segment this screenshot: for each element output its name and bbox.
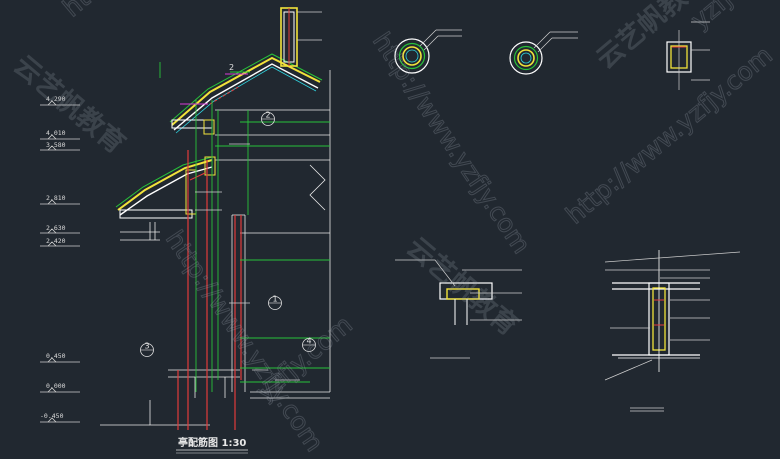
lower-roof	[115, 156, 216, 219]
elevation-label: 2.630	[46, 224, 66, 232]
section-number: 1	[273, 295, 278, 304]
column-detail-2	[509, 31, 578, 75]
watermark-brand: 云艺帆教育	[8, 49, 132, 160]
watermark-url: http://www.yzfjy.com	[560, 40, 778, 229]
section-number: 2	[266, 111, 271, 120]
section-callout-1: 1	[268, 295, 282, 310]
pavilion-section	[100, 7, 331, 430]
elevation-label: 4.290	[46, 95, 66, 103]
magenta-accents	[180, 73, 248, 105]
section-callout-3: 3	[140, 342, 154, 357]
structure-lines	[100, 70, 331, 426]
watermark-url: http://www.yzfjy.com	[57, 0, 275, 23]
drawing-title: 亭配筋图 1:30	[176, 436, 248, 454]
elevation-label: 2.810	[46, 194, 66, 202]
column-detail-1	[394, 29, 462, 74]
section-callout-2: 2	[261, 111, 275, 126]
section-callout-4: 4	[302, 337, 316, 352]
rebar-lines	[177, 150, 242, 430]
elevation-labels: 4.290 4.010 3.580 2.810 2.630 2.420 0.45…	[40, 95, 66, 420]
beam-section-detail	[666, 21, 710, 90]
elevation-marks	[40, 100, 80, 423]
elevation-label: 0.000	[46, 382, 66, 390]
lintel-detail	[395, 259, 522, 359]
elevation-label: 4.010	[46, 129, 66, 137]
section-callouts: 1 2 3 4 2	[140, 63, 316, 357]
small-note: 2	[229, 63, 234, 72]
joint-detail	[604, 250, 741, 412]
upper-roof	[169, 53, 323, 135]
section-number: 4	[307, 337, 312, 346]
ridge-finial	[280, 7, 298, 67]
drawing-title-text: 亭配筋图 1:30	[178, 436, 246, 449]
elevation-label: 2.420	[46, 237, 66, 245]
elevation-label: -0.450	[40, 412, 64, 420]
section-number: 3	[145, 342, 150, 351]
dimension-lines	[159, 62, 330, 392]
leader-lines	[195, 11, 322, 381]
watermarks: http://www.yzfjy.com http://www.yzfjy.co…	[8, 0, 779, 457]
elevation-label: 3.580	[46, 141, 66, 149]
elevation-label: 0.450	[46, 352, 66, 360]
